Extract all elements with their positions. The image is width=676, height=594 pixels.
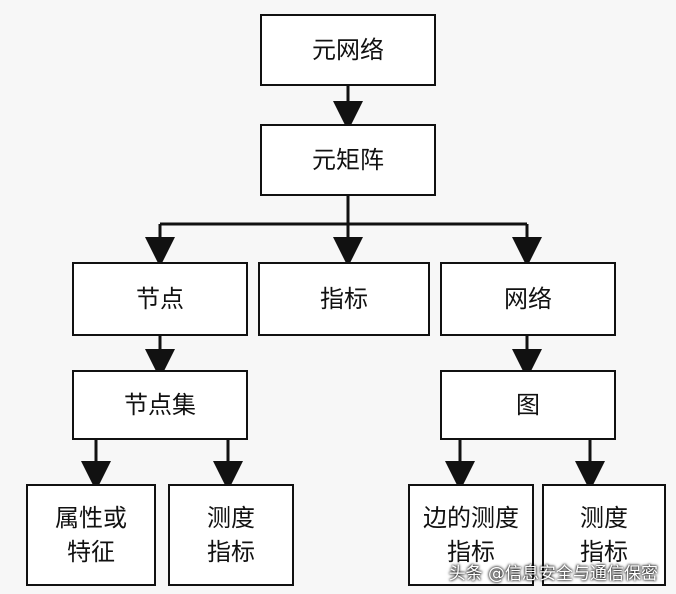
edge-measure-metric-label-line2: 指标 [447,538,495,566]
graph-measure-metric-box: 测度 指标 [542,484,666,586]
metric-box: 指标 [258,262,430,336]
graph-box: 图 [440,370,616,440]
measure-metric-label-line1: 测度 [207,504,255,532]
edge-measure-metric-box: 边的测度 指标 [408,484,534,586]
node-set-label: 节点集 [124,391,196,419]
graph-measure-metric-label-line2: 指标 [580,538,628,566]
graph-measure-metric-label-line1: 测度 [580,504,628,532]
meta-matrix-label: 元矩阵 [312,146,384,174]
edge-measure-metric-label-line1: 边的测度 [423,504,519,532]
node-label: 节点 [136,285,184,313]
meta-matrix-box: 元矩阵 [260,124,436,196]
network-label: 网络 [504,285,552,313]
attribute-feature-label-line2: 特征 [67,538,115,566]
meta-network-box: 元网络 [260,14,436,86]
metric-label: 指标 [320,285,368,313]
measure-metric-box: 测度 指标 [168,484,294,586]
measure-metric-label-line2: 指标 [207,538,255,566]
network-box: 网络 [440,262,616,336]
attribute-feature-box: 属性或 特征 [26,484,156,586]
watermark: 头条 @信息安全与通信保密 [448,564,658,584]
node-set-box: 节点集 [72,370,248,440]
graph-label: 图 [516,391,540,419]
node-box: 节点 [72,262,248,336]
attribute-feature-label-line1: 属性或 [55,504,127,532]
meta-network-label: 元网络 [312,36,384,64]
